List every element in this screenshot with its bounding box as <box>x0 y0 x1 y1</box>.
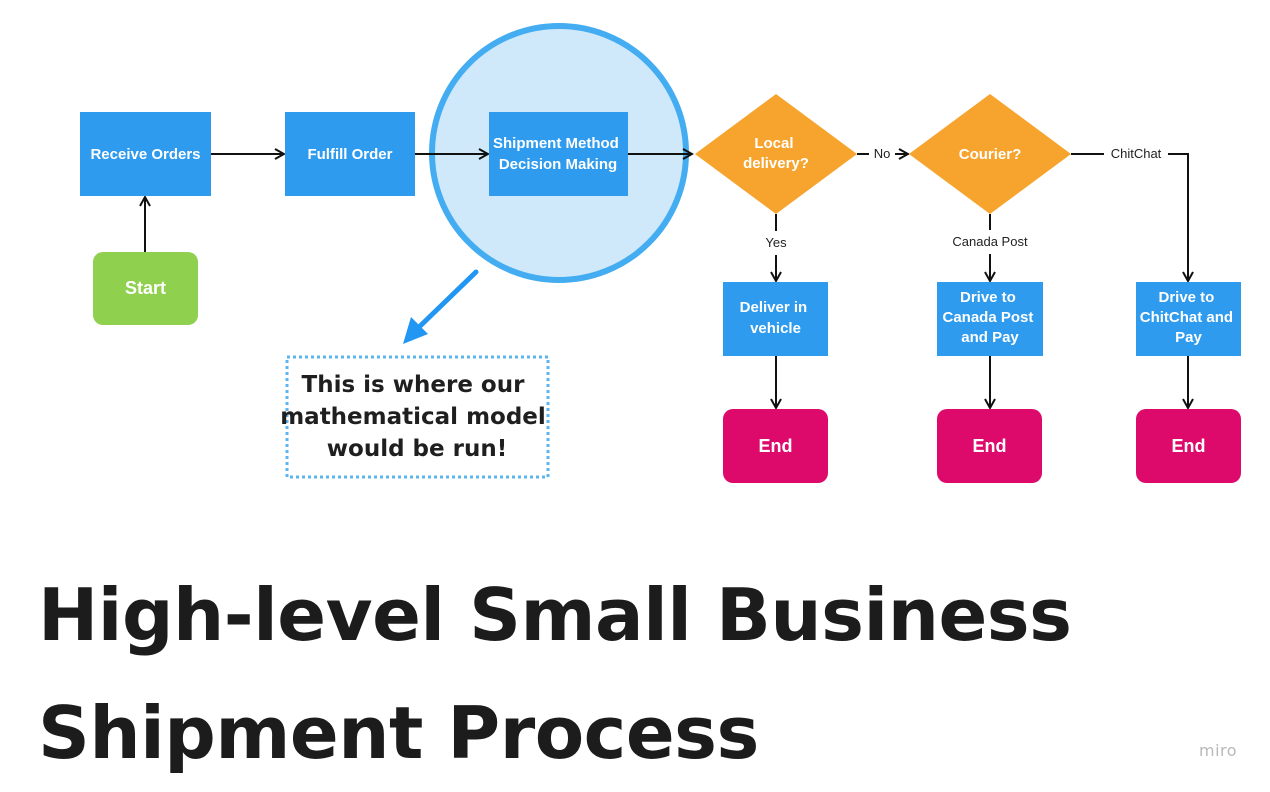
node-end-2-label: End <box>973 436 1007 456</box>
node-drive-canada-post[interactable]: Drive to Canada Post and Pay <box>937 282 1043 356</box>
node-courier[interactable]: Courier? <box>909 94 1071 214</box>
edge-label-no: No <box>874 146 891 161</box>
note-text: This is where our mathematical model wou… <box>280 372 554 462</box>
node-start[interactable]: Start <box>93 252 198 325</box>
edge-label-yes: Yes <box>765 235 787 250</box>
edge-courier-chitchat-b <box>1168 153 1188 281</box>
connectors <box>145 154 1188 408</box>
node-drive-chitchat[interactable]: Drive to ChitChat and Pay <box>1136 282 1241 356</box>
node-end-2[interactable]: End <box>937 409 1042 483</box>
node-receive-orders[interactable]: Receive Orders <box>80 112 211 196</box>
node-end-3-label: End <box>1172 436 1206 456</box>
page-title-line-1: High-level Small Business <box>38 573 1072 657</box>
page-title-line-2: Shipment Process <box>38 691 759 775</box>
edge-label-chitchat: ChitChat <box>1111 146 1162 161</box>
node-end-3[interactable]: End <box>1136 409 1241 483</box>
node-local-delivery-label: Local delivery? <box>743 135 809 172</box>
node-drive-canada-post-label: Drive to Canada Post and Pay <box>942 289 1037 346</box>
node-end-1-label: End <box>759 436 793 456</box>
edge-label-canada-post: Canada Post <box>952 234 1028 249</box>
node-receive-orders-label: Receive Orders <box>90 146 200 163</box>
node-deliver-vehicle-label: Deliver in vehicle <box>740 299 812 337</box>
miro-watermark: miro <box>1199 741 1238 760</box>
node-fulfill-order-label: Fulfill Order <box>307 146 392 163</box>
note-box[interactable]: This is where our mathematical model wou… <box>280 355 554 479</box>
node-shipment-method[interactable]: Shipment Method Decision Making <box>489 112 628 196</box>
node-end-1[interactable]: End <box>723 409 828 483</box>
node-start-label: Start <box>125 278 166 298</box>
node-drive-chitchat-label: Drive to ChitChat and Pay <box>1140 289 1238 346</box>
node-local-delivery[interactable]: Local delivery? <box>695 94 857 214</box>
node-courier-label: Courier? <box>959 146 1022 163</box>
callout-arrow <box>403 269 479 344</box>
node-fulfill-order[interactable]: Fulfill Order <box>285 112 415 196</box>
page-title: High-level Small Business Shipment Proce… <box>38 556 1188 792</box>
node-shipment-method-label: Shipment Method Decision Making <box>493 135 623 173</box>
node-deliver-vehicle[interactable]: Deliver in vehicle <box>723 282 828 356</box>
